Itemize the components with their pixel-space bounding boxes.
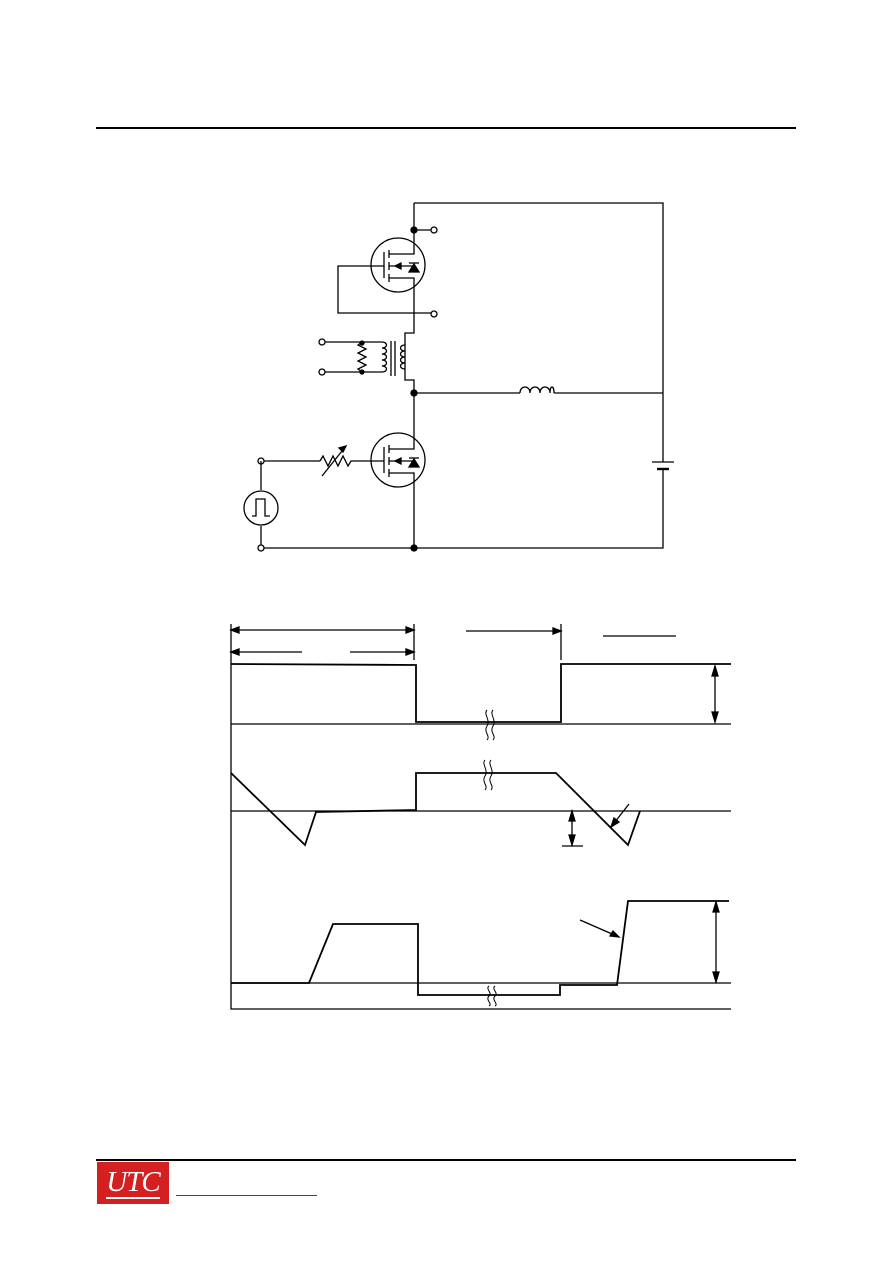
waveform-voltage [231, 900, 729, 996]
terminal-open [257, 544, 265, 552]
lower-mosfet-icon [370, 432, 426, 548]
terminal-open [430, 226, 438, 234]
circuit-wire [261, 470, 664, 549]
header-rule [96, 127, 796, 129]
test-circuit-diagram [243, 202, 674, 552]
terminal-open [430, 310, 438, 318]
switching-waveform-diagram [229, 624, 731, 1010]
break-mark [485, 709, 495, 741]
terminal-open [318, 338, 326, 346]
footer-rule [96, 1159, 796, 1161]
waveform-axis [230, 624, 731, 1010]
circuit-wire [414, 202, 664, 460]
inductor-icon [519, 386, 555, 394]
footer-link[interactable] [176, 1195, 317, 1196]
battery-icon [652, 460, 674, 471]
variable-resistor-icon [319, 454, 384, 468]
break-mark [483, 759, 493, 791]
pulse-generator-icon [243, 490, 279, 526]
utc-logo-text: UTC [106, 1166, 161, 1199]
utc-logo: UTC [97, 1162, 169, 1204]
circuit-wire [337, 265, 432, 314]
waveform-current [230, 772, 641, 847]
waveform-gate [230, 663, 731, 723]
current-transformer-icon [324, 340, 406, 376]
terminal-open [318, 368, 326, 376]
break-mark [487, 985, 497, 1007]
terminal-node [410, 544, 418, 552]
upper-mosfet-icon [370, 230, 426, 293]
